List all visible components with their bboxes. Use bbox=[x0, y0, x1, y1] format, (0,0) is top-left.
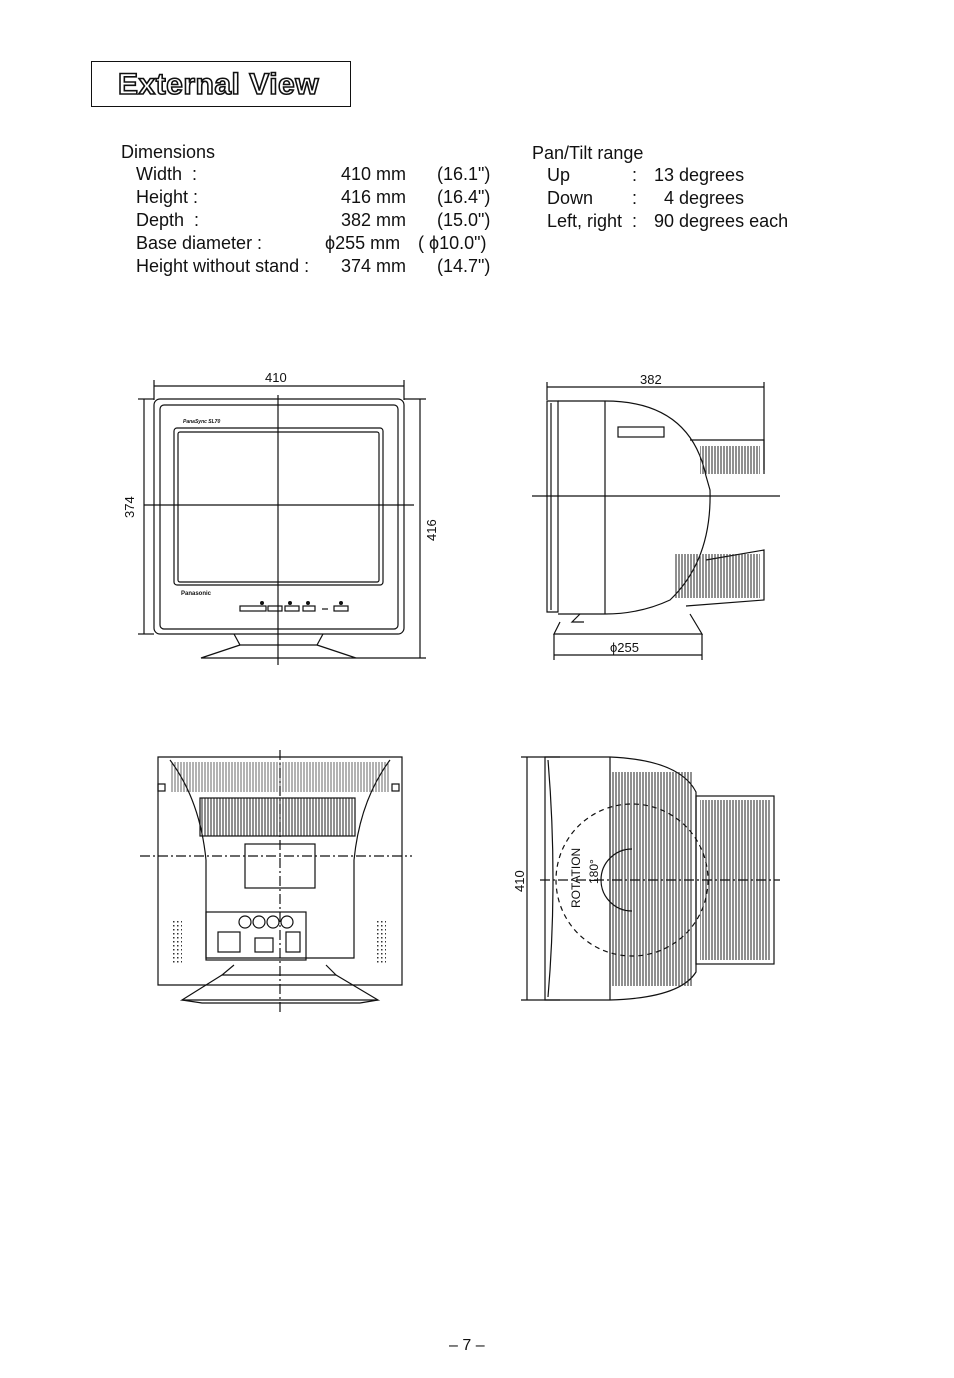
pantilt-label-down: Down bbox=[547, 188, 594, 208]
front-height-label: 416 bbox=[424, 519, 439, 541]
dim-label-depth: Depth : bbox=[136, 210, 200, 230]
dim-inch-depth: (15.0") bbox=[437, 210, 491, 230]
front-width-label: 410 bbox=[265, 370, 287, 385]
page-number: – 7 – bbox=[449, 1337, 485, 1354]
dim-mm-width: 410 mm bbox=[341, 164, 407, 184]
front-screen-height-label: 374 bbox=[122, 496, 137, 518]
dimensions-heading: Dimensions bbox=[121, 142, 216, 162]
dim-inch-height-no-stand: (14.7") bbox=[437, 256, 491, 276]
side-base-label: ϕ255 bbox=[610, 640, 639, 655]
dim-inch-height: (16.4") bbox=[437, 187, 491, 207]
dim-label-base: Base diameter : bbox=[136, 233, 263, 253]
top-rotation-label: ROTATION bbox=[569, 848, 583, 908]
dim-mm-height: 416 mm bbox=[341, 187, 407, 207]
pantilt-label-leftright: Left, right bbox=[547, 211, 623, 231]
front-model-label: PanaSync SL70 bbox=[183, 419, 220, 425]
dim-mm-depth: 382 mm bbox=[341, 210, 407, 230]
side-view-drawing bbox=[532, 382, 780, 660]
pantilt-sep-up: : bbox=[632, 165, 638, 185]
dim-mm-base: ϕ255 mm bbox=[325, 233, 401, 253]
pantilt-heading: Pan/Tilt range bbox=[532, 143, 644, 163]
front-brand-label: Panasonic bbox=[181, 591, 212, 597]
rear-view-drawing bbox=[140, 750, 412, 1012]
pantilt-label-up: Up bbox=[547, 165, 571, 185]
section-title: External View bbox=[117, 67, 320, 102]
top-rotation-degrees: 180° bbox=[587, 859, 601, 884]
top-view-drawing bbox=[521, 756, 780, 1001]
side-depth-label: 382 bbox=[640, 372, 662, 387]
pantilt-sep-leftright: : bbox=[632, 211, 638, 231]
pantilt-value-up: 13 degrees bbox=[654, 165, 745, 185]
dim-label-height: Height : bbox=[136, 187, 199, 207]
pantilt-value-down: 4 degrees bbox=[654, 188, 745, 208]
dim-mm-height-no-stand: 374 mm bbox=[341, 256, 407, 276]
front-view-drawing bbox=[138, 380, 426, 665]
pantilt-sep-down: : bbox=[632, 188, 638, 208]
dim-label-width: Width : bbox=[136, 164, 198, 184]
top-height-label: 410 bbox=[512, 870, 527, 892]
dim-label-height-no-stand: Height without stand : bbox=[136, 256, 310, 276]
section-title-box: External View bbox=[91, 61, 351, 107]
dim-inch-base: ( ϕ10.0") bbox=[418, 233, 487, 253]
dim-inch-width: (16.1") bbox=[437, 164, 491, 184]
pantilt-value-leftright: 90 degrees each bbox=[654, 211, 789, 231]
